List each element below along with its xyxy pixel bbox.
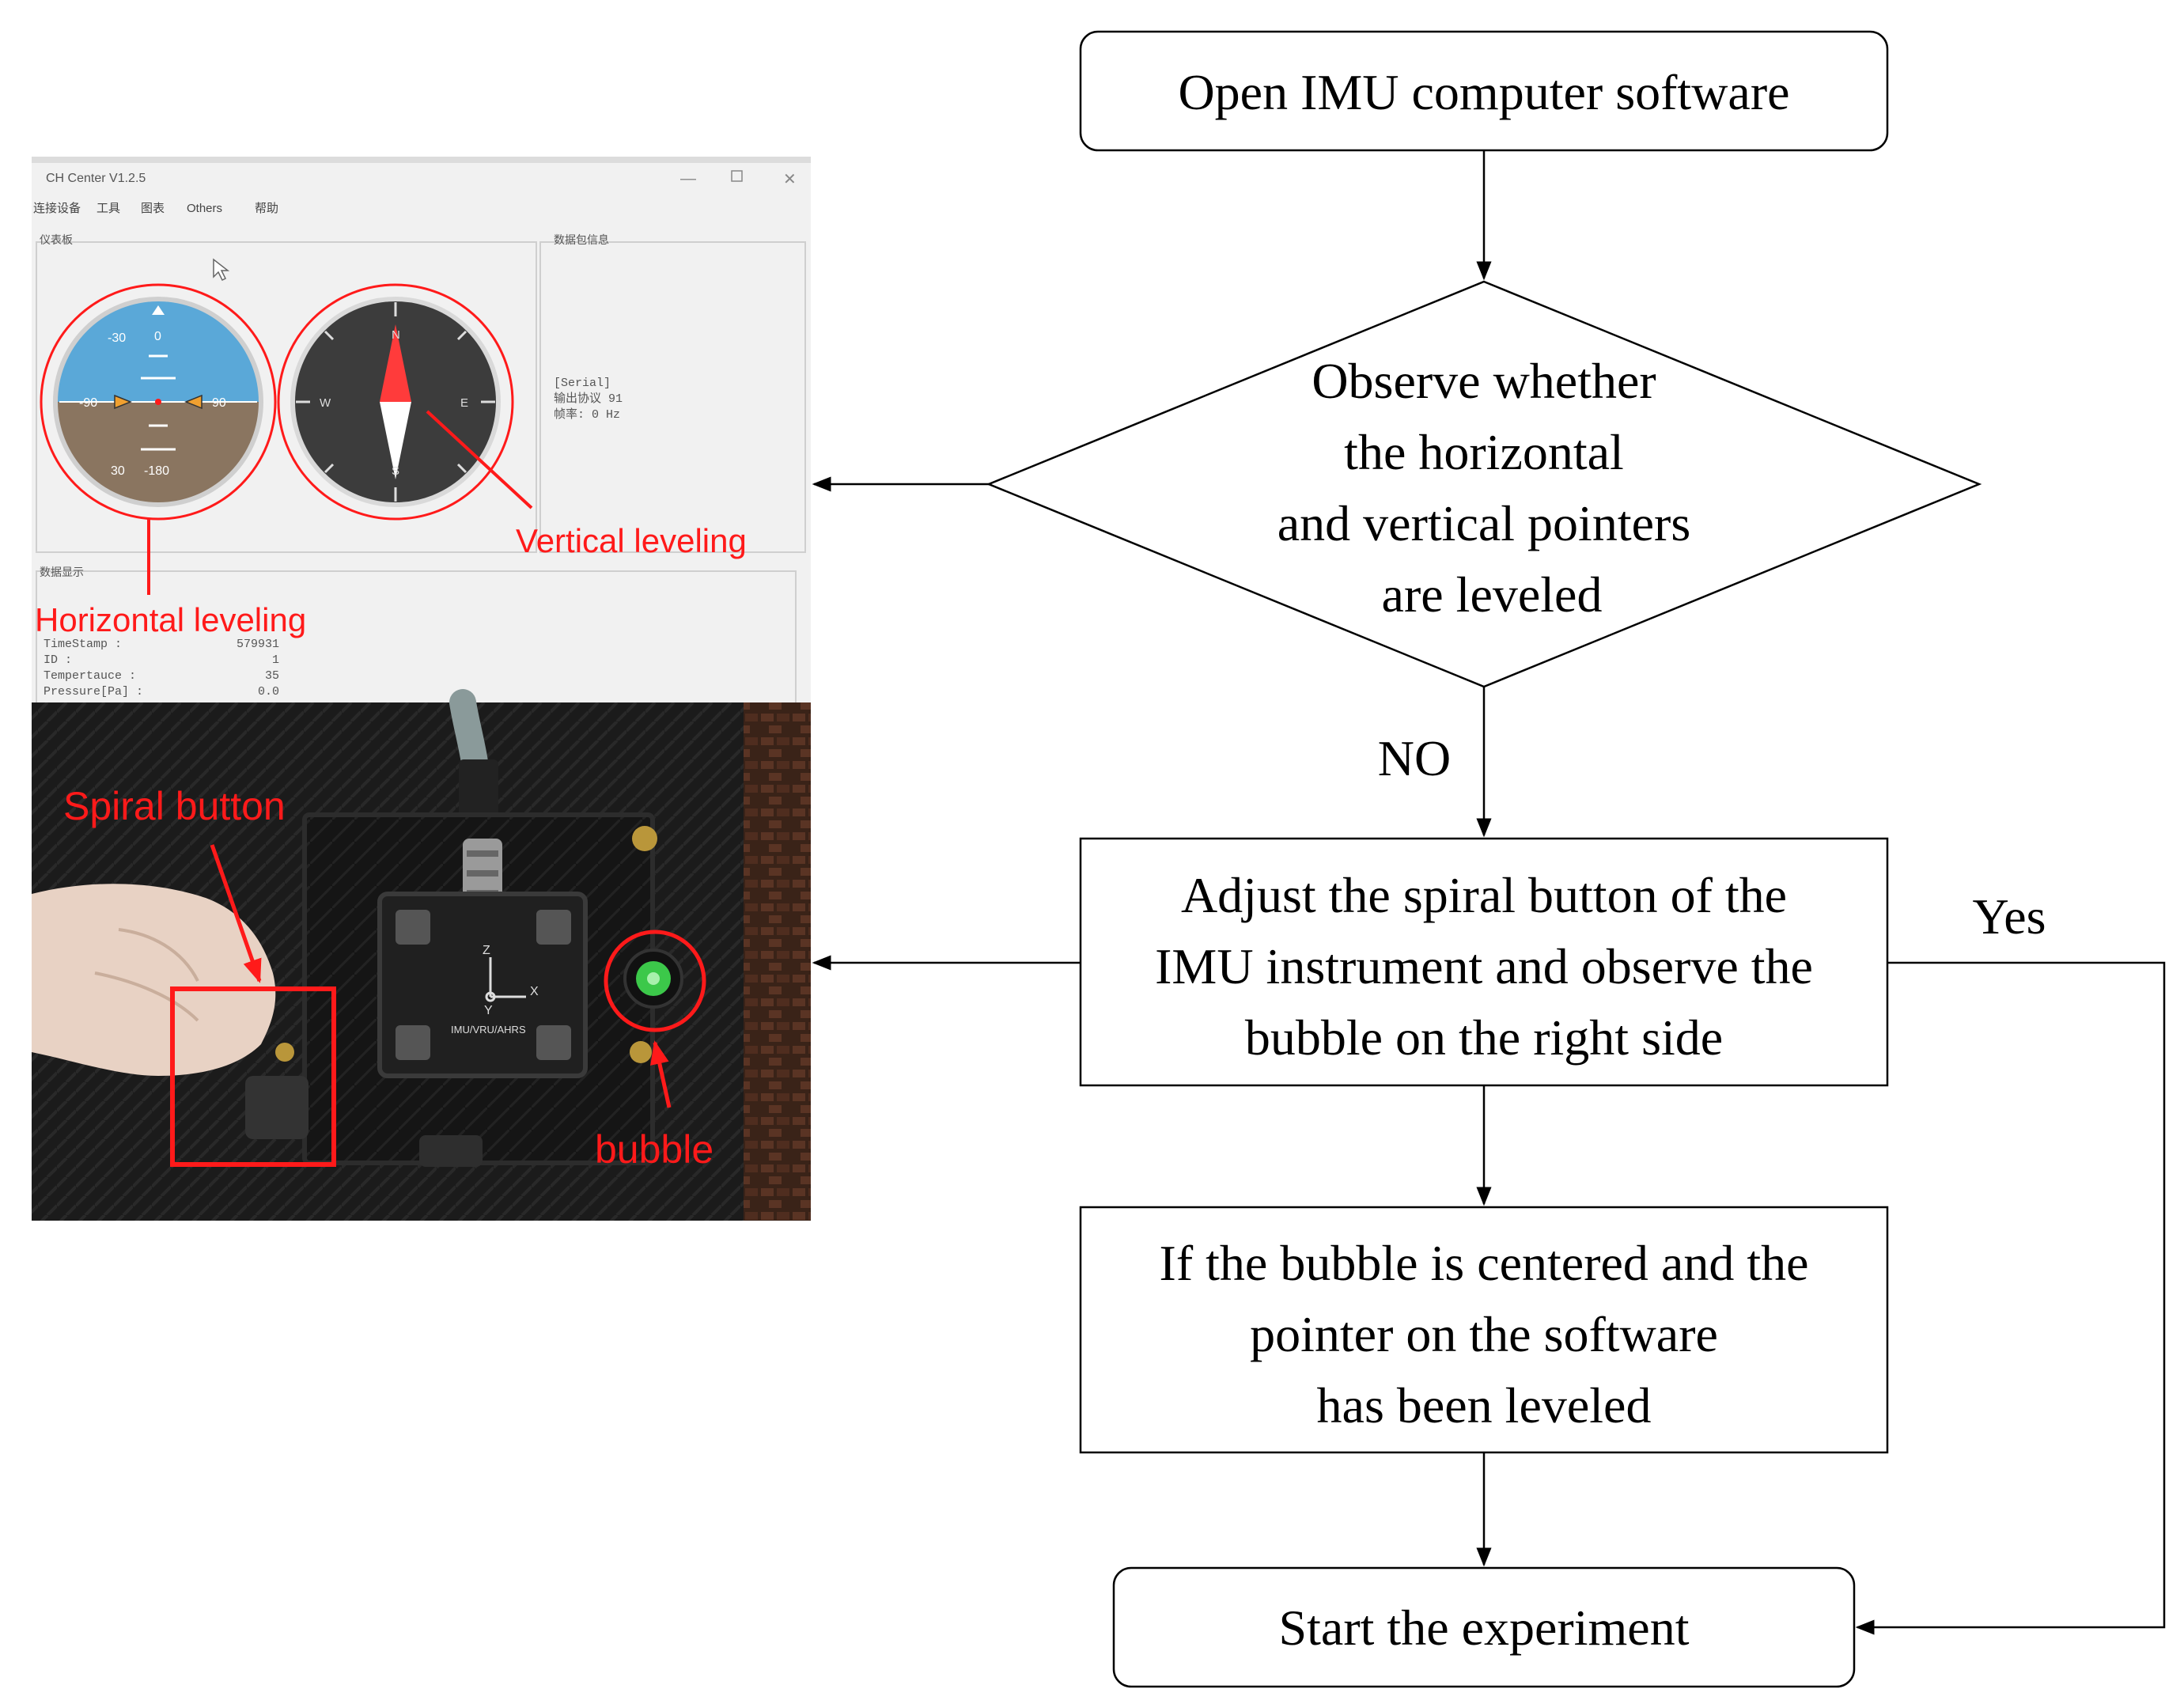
menu-item-charts[interactable]: 图表	[141, 202, 165, 215]
data-row-value: 579931	[237, 638, 279, 651]
flowchart	[812, 30, 2166, 1688]
decision-diamond	[986, 280, 1982, 688]
decision-line: Observe whether	[1312, 353, 1656, 409]
step-adjust-line: IMU instrument and observe the	[1155, 938, 1813, 994]
axis-label: Z	[483, 944, 490, 957]
module-label: IMU/VRU/AHRS	[451, 1024, 526, 1036]
step-adjust-box	[1079, 837, 1889, 1087]
yes-label: Yes	[1972, 888, 2046, 945]
info-line: [Serial]	[554, 377, 611, 390]
data-row-key: ID :	[44, 653, 72, 667]
step-open-software-label: Open IMU computer software	[1178, 64, 1789, 120]
attitude-tick-label: 30	[111, 464, 125, 478]
step-check-line: pointer on the software	[1250, 1306, 1718, 1362]
data-row-key: TimeStamp :	[44, 638, 122, 651]
vertical-leveling-highlight	[277, 283, 514, 521]
horizontal-leveling-highlight	[40, 283, 277, 521]
vertical-leveling-pointer	[426, 410, 533, 509]
panel-data-display-label: 数据显示	[40, 566, 84, 578]
data-row-value: 0.0	[258, 685, 279, 699]
spiral-knob	[245, 1076, 308, 1139]
menu-bar: 连接设备 工具 图表 Others 帮助	[33, 202, 278, 215]
brick-edge	[744, 702, 811, 1221]
bubble-highlight	[604, 930, 706, 1032]
info-line: 输出协议 91	[554, 392, 623, 406]
attitude-indicator: -30 0 -90 90 30 -180	[40, 283, 277, 521]
cursor-icon	[213, 258, 230, 282]
spiral-button-annotation: Spiral button	[63, 784, 286, 828]
info-line: 帧率: 0 Hz	[554, 407, 620, 422]
menu-item-others[interactable]: Others	[187, 202, 222, 215]
data-row-value: 35	[265, 669, 279, 683]
software-screenshot: CH Center V1.2.5 — ✕ 连接设备 工具 图表 Others 帮…	[32, 157, 811, 706]
compass-label: W	[320, 396, 331, 410]
step-check-line: If the bubble is centered and the	[1160, 1235, 1809, 1291]
data-row-value: 1	[272, 653, 279, 667]
compass-label: E	[460, 396, 468, 410]
hand	[32, 884, 276, 1076]
compass: N W E S	[277, 283, 514, 521]
menu-item-connect[interactable]: 连接设备	[33, 202, 81, 215]
decision-line: and vertical pointers	[1277, 495, 1690, 551]
maximize-icon[interactable]	[731, 170, 743, 182]
spiral-button-pointer	[210, 844, 262, 983]
data-row-key: Pressure[Pa] :	[44, 685, 143, 699]
minimize-icon[interactable]: —	[680, 170, 696, 187]
panel-device-info-label: 数据包信息	[554, 233, 609, 246]
axis-label: Y	[484, 1004, 493, 1017]
data-row-key: Tempertauce :	[44, 669, 136, 683]
device-photo: Z X Y IMU/VRU/AHRS Spiral button bubble	[32, 689, 811, 1221]
window-title: CH Center V1.2.5	[46, 172, 146, 185]
step-start-label: Start the experiment	[1279, 1600, 1690, 1656]
spiral-button-highlight	[170, 986, 336, 1167]
decision-line: are leveled	[1382, 566, 1603, 623]
arrow-yes-to-start	[1855, 961, 2166, 1635]
step-start-box	[1112, 1566, 1856, 1688]
attitude-tick-label: -90	[79, 396, 97, 410]
menu-item-tools[interactable]: 工具	[97, 202, 120, 215]
bubble-pointer	[650, 1040, 672, 1108]
step-check-line: has been leveled	[1317, 1377, 1652, 1433]
menu-item-help[interactable]: 帮助	[255, 202, 278, 215]
attitude-tick-label: -180	[144, 464, 169, 478]
vertical-leveling-annotation: Vertical leveling	[516, 522, 747, 559]
imu-module	[377, 892, 588, 1078]
panel-instruments-label: 仪表板	[40, 233, 73, 246]
attitude-tick-label: 90	[212, 396, 226, 410]
flowchart-text: Open IMU computer software Observe wheth…	[1155, 64, 2046, 1656]
attitude-tick-label: -30	[108, 331, 126, 345]
decision-line: the horizontal	[1344, 424, 1624, 480]
close-icon[interactable]: ✕	[783, 171, 797, 188]
bubble-annotation: bubble	[595, 1127, 713, 1172]
horizontal-leveling-annotation: Horizontal leveling	[35, 601, 306, 638]
no-label: NO	[1378, 730, 1451, 786]
step-adjust-line: bubble on the right side	[1245, 1009, 1723, 1066]
axis-label: X	[530, 985, 539, 998]
compass-label: N	[392, 328, 400, 342]
attitude-tick-label: 0	[154, 330, 161, 343]
compass-label: S	[392, 464, 399, 478]
step-adjust-line: Adjust the spiral button of the	[1181, 867, 1787, 923]
